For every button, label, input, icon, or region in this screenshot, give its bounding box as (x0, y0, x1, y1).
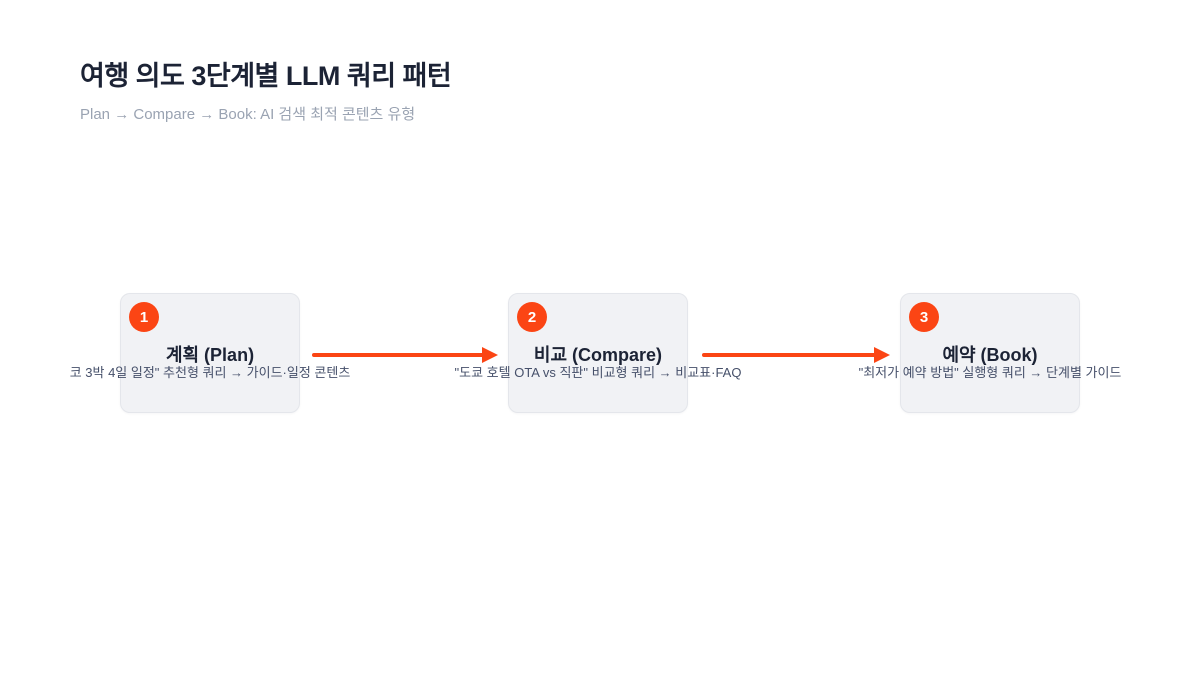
stage-number-badge: 3 (909, 302, 939, 332)
stage-number-badge: 2 (517, 302, 547, 332)
stage-card-compare: 2 비교 (Compare) "도쿄 호텔 OTA vs 직판" 비교형 쿼리 … (455, 293, 741, 413)
stage-card-book: 3 예약 (Book) "최저가 예약 방법" 실행형 쿼리 → 단계별 가이드 (859, 293, 1121, 413)
stage-number-badge: 1 (129, 302, 159, 332)
arrow-line (702, 353, 877, 357)
arrow-right-icon (482, 347, 498, 363)
slide-header: 여행 의도 3단계별 LLM 쿼리 패턴 Plan → Compare → Bo… (80, 60, 452, 124)
flow-arrow-compare-to-book (702, 347, 890, 363)
page-subtitle: Plan → Compare → Book: AI 검색 최적 콘텐츠 유형 (80, 106, 416, 124)
stage-description: "도쿄 호텔 OTA vs 직판" 비교형 쿼리 → 비교표·FAQ (454, 365, 742, 380)
stage-description: "최저가 예약 방법" 실행형 쿼리 → 단계별 가이드 (858, 365, 1122, 380)
stage-description: 코 3박 4일 일정" 추천형 쿼리 → 가이드·일정 콘텐츠 (69, 365, 351, 380)
flow-arrow-plan-to-compare (312, 347, 498, 363)
arrow-right-icon (874, 347, 890, 363)
stage-title: 예약 (Book) (942, 345, 1038, 365)
stage-title: 계획 (Plan) (165, 345, 255, 365)
stage-title: 비교 (Compare) (533, 345, 663, 365)
page-title: 여행 의도 3단계별 LLM 쿼리 패턴 (80, 61, 452, 91)
arrow-line (312, 353, 485, 357)
stage-card-plan: 1 계획 (Plan) 코 3박 4일 일정" 추천형 쿼리 → 가이드·일정 … (70, 293, 350, 413)
